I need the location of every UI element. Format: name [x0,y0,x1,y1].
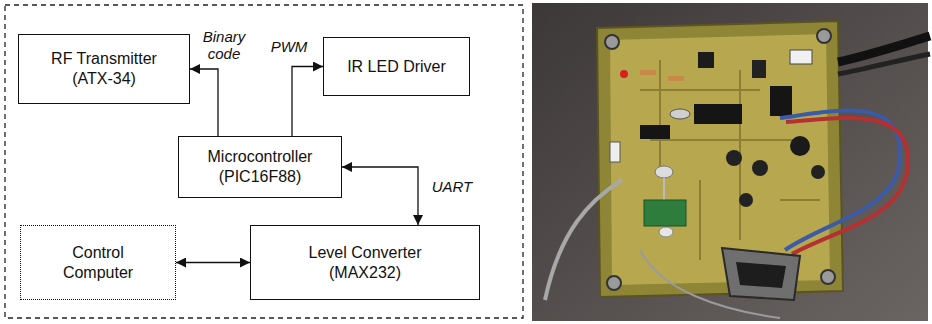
box-label: Microcontroller (PIC16F88) [190,147,330,187]
blue-wire [780,111,900,250]
mounting-screw [817,29,831,43]
transmitter-box: RF Transmitter (ATX-34) [18,34,190,104]
signal-label: PWM [262,38,316,55]
pin-header [610,142,620,162]
box-label: Level Converter (MAX232) [290,243,440,283]
microcontroller-chip [694,104,742,124]
mounting-screw [605,35,619,49]
header-connector [790,50,812,64]
mounting-screw [821,270,835,284]
capacitor [726,150,742,166]
voltage-regulator [752,60,766,78]
cable [838,54,930,74]
system-boundary [5,5,523,318]
ic-chip [640,125,670,139]
box-label: IR LED Driver [347,57,446,77]
pcb-trace [640,60,820,260]
capacitor [752,160,768,176]
capacitor [811,165,825,179]
converter-box: Level Converter (MAX232) [250,225,480,300]
ir-led [659,227,673,237]
resistor [668,76,684,81]
db9-connector [722,248,800,300]
ir-led [655,166,673,178]
capacitor [790,136,810,156]
red-wire [786,118,908,254]
microcontroller-box: Microcontroller (PIC16F88) [178,136,342,198]
connector-arrow [292,67,323,137]
pcb-board [597,21,843,297]
signal-label: UART [424,178,480,195]
box-label: RF Transmitter (ATX-34) [29,49,179,89]
capacitor [739,193,753,207]
ic-chip [770,86,792,116]
rf-module [644,200,686,226]
connector-arrow [176,262,250,263]
signal-label: Binary code [194,28,254,62]
mounting-screw [607,276,621,290]
driver-box: IR LED Driver [323,37,470,96]
grey-cable [545,180,622,300]
computer-box: Control Computer [20,225,176,300]
push-button [698,52,714,68]
box-label: Control Computer [48,243,148,283]
connector-arrow [190,69,218,136]
red-led [620,70,628,78]
pcb-copper-area [610,34,830,285]
db9-face [736,262,786,288]
connector-arrow [342,167,418,225]
resistor [640,70,656,75]
crystal [670,109,690,119]
